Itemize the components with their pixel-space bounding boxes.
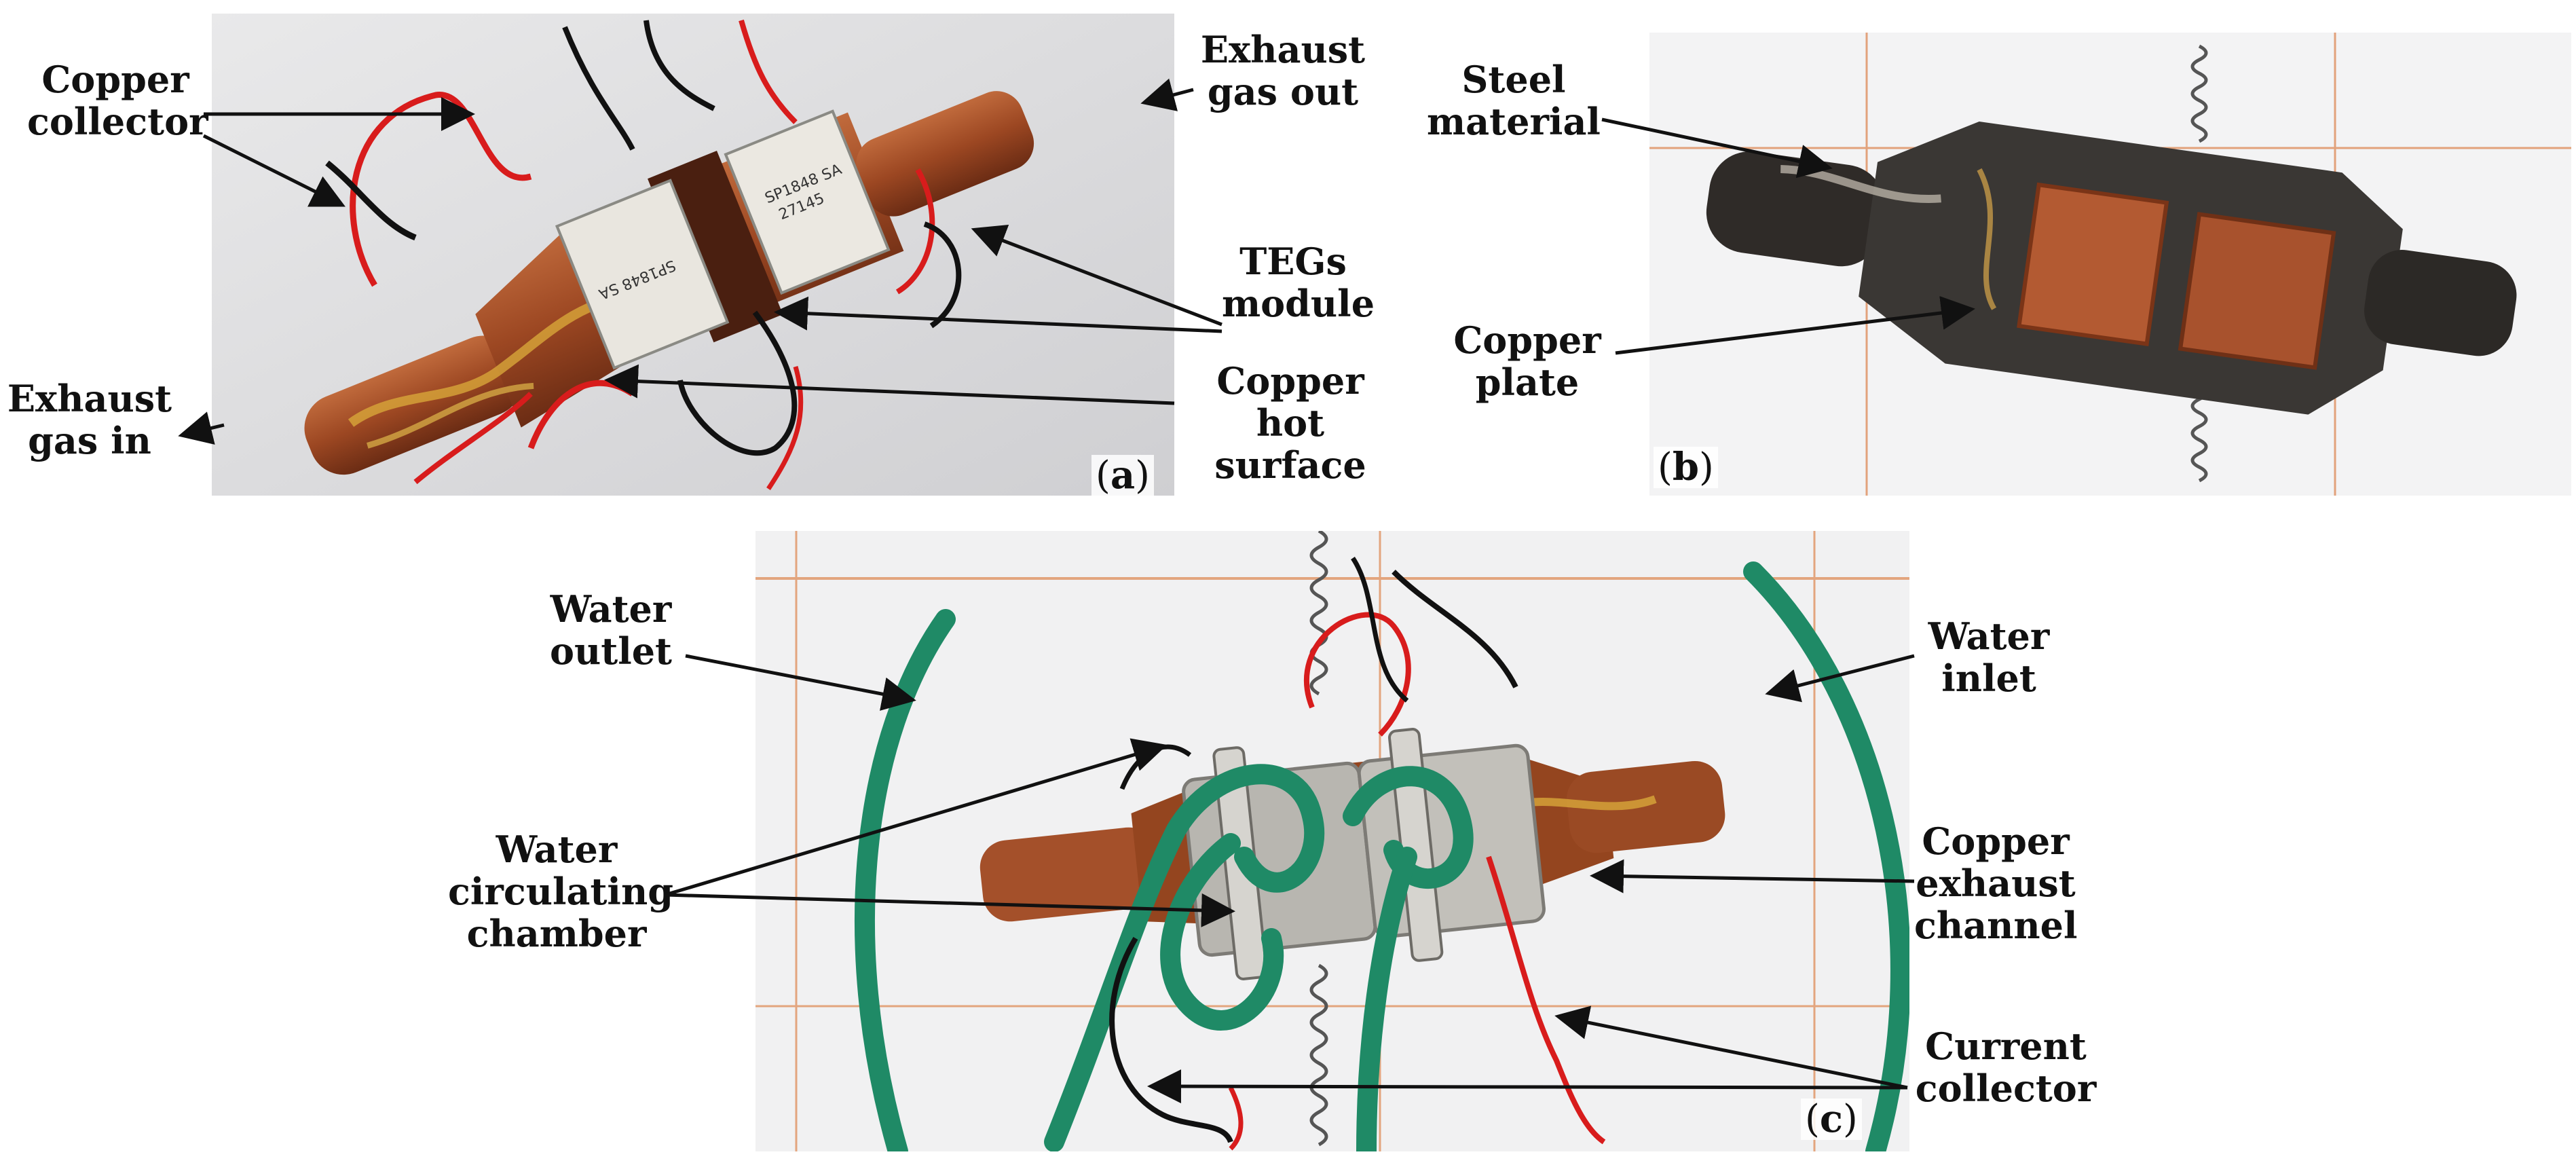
copper-inlet-pipe [304, 335, 523, 475]
steel-copper-plate-photo [1649, 33, 2571, 496]
loop-tube-4 [1356, 847, 1417, 1151]
label-exhaust-gas-in: Exhaust gas in [7, 377, 172, 462]
photo-panel-b: (b) [1649, 33, 2571, 496]
teg-module-1 [555, 179, 730, 370]
teg-module-2 [724, 109, 891, 295]
photo-panel-a: SP1848 SA SP1848 SA 27145 (a) [212, 14, 1174, 496]
label-water-circulating-chamber: Water circulating chamber [448, 828, 673, 955]
label-current-collector: Current collector [1915, 1024, 2097, 1110]
water-cooled-teg-photo [755, 531, 1909, 1151]
label-steel-material: Steel material [1427, 58, 1601, 143]
label-exhaust-gas-out: Exhaust gas out [1200, 28, 1366, 113]
loop-tube-1 [1044, 764, 1325, 1151]
loop-tube-3 [1343, 766, 1474, 889]
loop-tube-2 [1160, 833, 1284, 1031]
label-copper-collector: Copper collector [27, 58, 208, 143]
copper-plate-2 [2178, 212, 2336, 370]
panel-tag-c: (c) [1801, 1099, 1862, 1140]
label-copper-exhaust-channel: Copper exhaust channel [1914, 819, 2078, 947]
panel-tag-a: (a) [1091, 455, 1155, 496]
panel-tag-b: (b) [1654, 447, 1718, 488]
label-water-inlet: Water inlet [1928, 614, 2050, 700]
copper-plate-1 [2017, 182, 2169, 346]
label-water-outlet: Water outlet [549, 587, 673, 673]
teg-copper-exhaust-photo: SP1848 SA SP1848 SA 27145 [212, 14, 1174, 496]
label-copper-plate: Copper plate [1453, 318, 1601, 404]
photo-panel-c: (c) [755, 531, 1909, 1151]
copper-outlet-pipe [856, 91, 1034, 217]
label-copper-hot-surface: Copper hot surface [1214, 359, 1366, 487]
label-tegs-module: TEGs module [1222, 240, 1375, 325]
